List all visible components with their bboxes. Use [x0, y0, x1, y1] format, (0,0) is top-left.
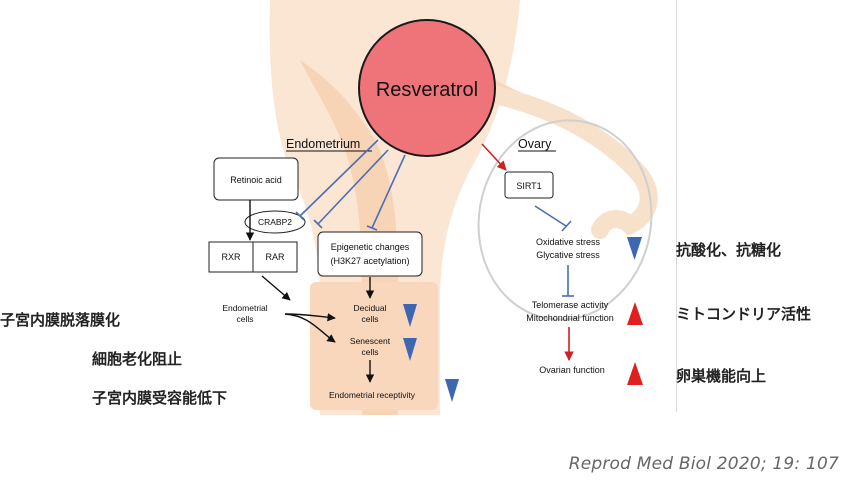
- senescent-label-2: cells: [361, 347, 378, 357]
- rxr-box: [208, 241, 254, 273]
- endometrial-cells-label-2: cells: [236, 314, 253, 324]
- annotation-senescence-block: 細胞老化阻止: [92, 350, 183, 368]
- ovary-outline: [477, 119, 653, 321]
- rar-label: RAR: [265, 252, 285, 262]
- sirt1-box: [504, 171, 554, 199]
- senescent-down-triangle: [403, 338, 417, 361]
- endometrium-arrows: [245, 200, 375, 383]
- annotation-anti-oxidation: 抗酸化、抗糖化: [676, 241, 782, 259]
- epigenetic-box: [317, 231, 423, 277]
- stress-down-triangle: [627, 237, 642, 260]
- decidual-label-1: Decidual: [353, 303, 386, 313]
- annotation-mitochondria: ミトコンドリア活性: [676, 305, 812, 323]
- ovary-title: Ovary: [518, 137, 552, 151]
- resveratrol-label: Resveratrol: [376, 79, 478, 101]
- resveratrol-circle: [358, 19, 496, 157]
- retinoic-acid-box: [213, 157, 299, 201]
- endometrial-cells-label-1: Endometrial: [222, 303, 267, 313]
- epigenetic-label-2: (H3K27 acetylation): [330, 256, 409, 266]
- decidual-label-2: cells: [361, 314, 378, 324]
- senescent-label-1: Senescent: [350, 336, 391, 346]
- decidual-down-triangle: [403, 304, 417, 327]
- sirt1-label: SIRT1: [516, 181, 541, 191]
- retinoic-acid-label: Retinoic acid: [230, 175, 282, 185]
- stress-label-1: Oxidative stress: [536, 237, 601, 247]
- down-triangles: [403, 237, 642, 402]
- fallopian-tube: [486, 86, 658, 239]
- telomerase-label-2: Mitochondrial function: [526, 313, 614, 323]
- receptivity-label: Endometrial receptivity: [329, 390, 416, 400]
- citation: Reprod Med Biol 2020; 19: 107: [568, 454, 839, 474]
- annotation-decidualization: 子宮内膜脱落膜化: [0, 311, 121, 329]
- crabp2-ellipse: [244, 210, 306, 234]
- ovarian-up-triangle: [627, 362, 643, 385]
- up-triangles: [627, 302, 643, 385]
- crabp2-label: CRABP2: [258, 217, 292, 227]
- divider-line: [676, 0, 677, 412]
- stress-label-2: Glycative stress: [536, 250, 600, 260]
- rar-box: [252, 241, 298, 273]
- annotation-receptivity-down: 子宮内膜受容能低下: [92, 389, 228, 407]
- inhibition-lines: [295, 139, 574, 297]
- epigenetic-label-1: Epigenetic changes: [331, 242, 410, 252]
- telomerase-label-1: Telomerase activity: [532, 300, 609, 310]
- annotation-ovarian-up: 卵巣機能向上: [676, 367, 767, 385]
- ovarian-function-label: Ovarian function: [539, 365, 605, 375]
- telomerase-up-triangle: [627, 302, 643, 325]
- receptivity-down-triangle: [445, 379, 459, 402]
- rxr-label: RXR: [221, 252, 241, 262]
- endometrium-title: Endometrium: [286, 137, 360, 151]
- ovary-red-arrows: [481, 143, 574, 361]
